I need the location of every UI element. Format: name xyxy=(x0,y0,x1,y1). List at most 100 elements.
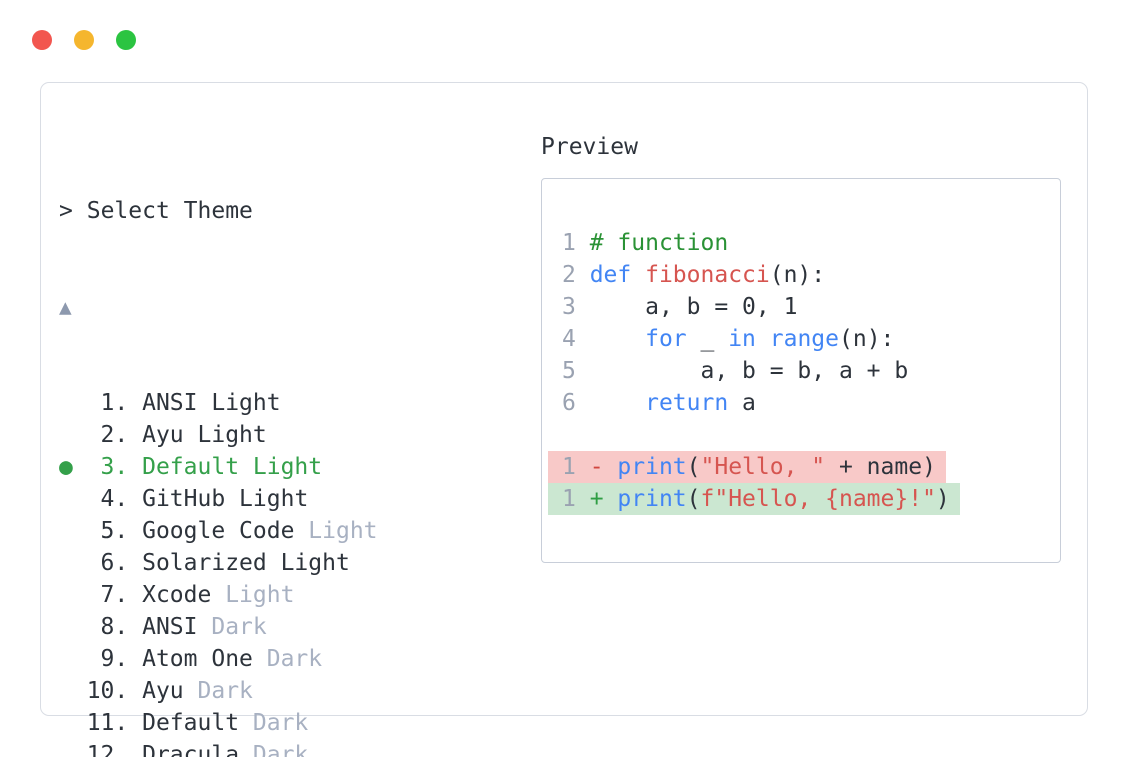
line-number: 6 xyxy=(562,390,590,416)
theme-number: 1. xyxy=(72,390,143,416)
code-line-content: 2 def fibonacci(n): xyxy=(562,262,825,288)
theme-number: 3. xyxy=(72,454,143,480)
scroll-up-indicator[interactable]: ▲ xyxy=(59,291,876,323)
theme-option-7[interactable]: 7. Xcode Light xyxy=(59,579,876,611)
bullet-spacer xyxy=(59,646,73,672)
code-token: ( xyxy=(686,486,701,512)
code-line: 5 a, b = b, a + b xyxy=(562,355,1060,387)
code-line: 2 def fibonacci(n): xyxy=(562,259,1060,291)
theme-list: 1. ANSI Light 2. Ayu Light● 3. Default L… xyxy=(59,387,876,757)
line-number: 5 xyxy=(562,358,590,384)
code-token: + xyxy=(589,486,618,512)
close-window-icon[interactable] xyxy=(32,30,52,50)
code-token: in xyxy=(728,326,756,352)
theme-variant: Light xyxy=(294,518,378,544)
code-token: print xyxy=(617,454,687,480)
bullet-spacer xyxy=(59,518,73,544)
code-token xyxy=(590,390,645,416)
theme-variant: Dark xyxy=(239,710,309,736)
theme-variant: Light xyxy=(211,582,295,608)
theme-variant: Dark xyxy=(252,646,323,672)
zoom-window-icon[interactable] xyxy=(116,30,136,50)
code-line-diff-removed: 1 - print("Hello, " + name) xyxy=(548,451,1060,483)
code-line: 6 return a xyxy=(562,387,1060,419)
theme-name: Ayu xyxy=(142,422,184,448)
code-line xyxy=(562,419,1060,451)
bullet-spacer xyxy=(59,742,73,757)
theme-number: 5. xyxy=(72,518,143,544)
theme-number: 10. xyxy=(72,678,143,704)
code-line-content: 1 # function xyxy=(562,230,728,256)
code-token: range xyxy=(769,326,839,352)
theme-option-5[interactable]: 5. Google Code Light xyxy=(59,515,876,547)
code-token xyxy=(756,326,770,352)
code-line-content: 5 a, b = b, a + b xyxy=(562,358,908,384)
theme-number: 9. xyxy=(72,646,143,672)
code-line: 1 # function xyxy=(562,227,1060,259)
bullet-spacer xyxy=(59,710,73,736)
code-line-content: 6 return a xyxy=(562,390,756,416)
theme-option-11[interactable]: 11. Default Dark xyxy=(59,707,876,739)
code-token: (n): xyxy=(839,326,895,352)
code-token: + name) xyxy=(825,454,936,480)
theme-option-12[interactable]: 12. Dracula Dark xyxy=(59,739,876,757)
theme-name: Atom One xyxy=(142,646,253,672)
code-token: def xyxy=(589,262,632,288)
theme-number: 4. xyxy=(72,486,143,512)
line-number: 2 xyxy=(562,262,590,288)
code-line-content: 1 - print("Hello, " + name) xyxy=(548,451,946,483)
line-number: 1 xyxy=(562,486,590,512)
theme-name: Default xyxy=(142,710,240,736)
theme-variant: Light xyxy=(183,422,267,448)
code-token: a, b = 0, 1 xyxy=(589,294,798,320)
theme-picker-dialog: > Select Theme ▲ 1. ANSI Light 2. Ayu Li… xyxy=(40,82,1088,757)
bullet-spacer xyxy=(59,486,73,512)
theme-option-1[interactable]: 1. ANSI Light xyxy=(59,387,876,419)
theme-number: 2. xyxy=(72,422,143,448)
theme-option-10[interactable]: 10. Ayu Dark xyxy=(59,675,876,707)
code-line: 3 a, b = 0, 1 xyxy=(562,291,1060,323)
code-token: "Hello, " xyxy=(700,454,826,480)
window-controls xyxy=(32,30,136,50)
code-token: (n): xyxy=(769,262,826,288)
theme-name: Xcode xyxy=(142,582,212,608)
minimize-window-icon[interactable] xyxy=(74,30,94,50)
code-line-diff-added: 1 + print(f"Hello, {name}!") xyxy=(548,483,1060,515)
code-line-content: 3 a, b = 0, 1 xyxy=(562,294,797,320)
theme-option-3[interactable]: ● 3. Default Light xyxy=(59,451,876,483)
theme-variant: Light xyxy=(225,486,309,512)
code-token xyxy=(631,262,645,288)
bullet-spacer xyxy=(59,582,73,608)
theme-option-4[interactable]: 4. GitHub Light xyxy=(59,483,876,515)
bullet-spacer xyxy=(59,422,73,448)
theme-option-2[interactable]: 2. Ayu Light xyxy=(59,419,876,451)
theme-name: GitHub xyxy=(142,486,226,512)
theme-variant: Light xyxy=(197,390,281,416)
theme-option-8[interactable]: 8. ANSI Dark xyxy=(59,611,876,643)
prompt-chevron: > xyxy=(59,198,73,224)
line-number: 4 xyxy=(562,326,590,352)
code-token: _ xyxy=(686,326,729,352)
theme-name: ANSI xyxy=(142,390,198,416)
theme-name: Google Code xyxy=(142,518,295,544)
code-token xyxy=(590,326,645,352)
theme-variant: Dark xyxy=(197,614,267,640)
code-token: fibonacci xyxy=(645,262,770,288)
code-token: for xyxy=(645,326,687,352)
theme-number: 12. xyxy=(72,742,143,757)
code-token: ) xyxy=(935,486,950,512)
selected-bullet-icon: ● xyxy=(59,454,73,480)
theme-name: Ayu xyxy=(142,678,184,704)
theme-name: Solarized xyxy=(142,550,267,576)
code-line: 4 for _ in range(n): xyxy=(562,323,1060,355)
theme-name: Dracula xyxy=(142,742,240,757)
theme-option-9[interactable]: 9. Atom One Dark xyxy=(59,643,876,675)
line-number: 1 xyxy=(562,230,590,256)
theme-variant: Dark xyxy=(239,742,309,757)
theme-option-6[interactable]: 6. Solarized Light xyxy=(59,547,876,579)
theme-number: 8. xyxy=(72,614,143,640)
bullet-spacer xyxy=(59,614,73,640)
